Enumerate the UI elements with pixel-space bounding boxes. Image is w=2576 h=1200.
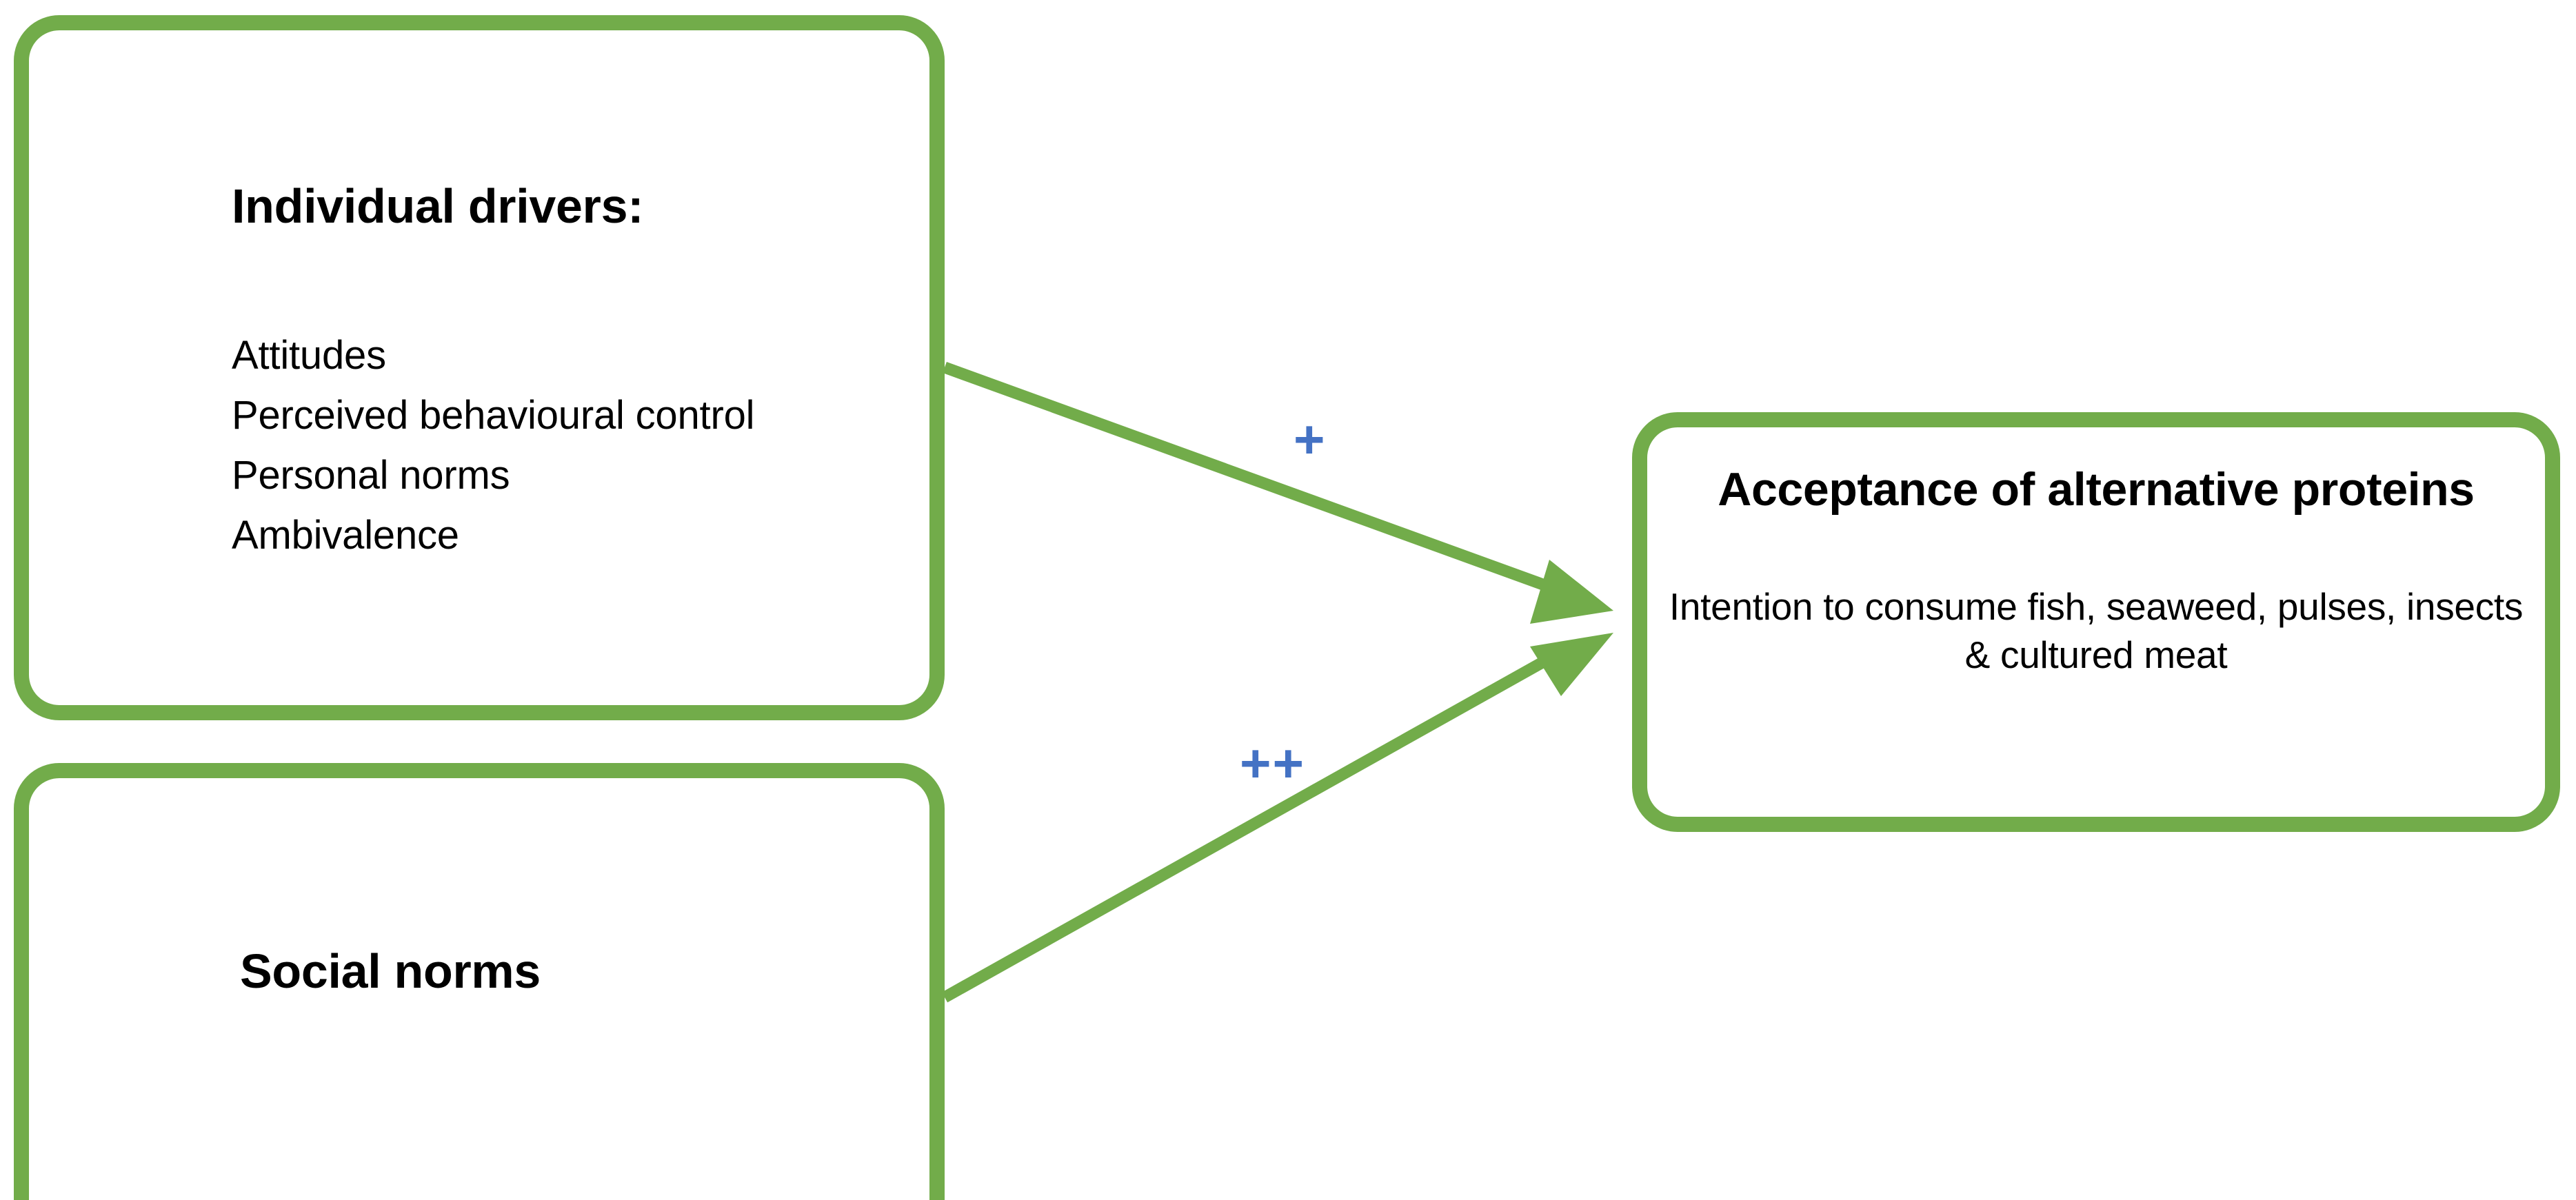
- node-social-norms[interactable]: [14, 763, 945, 1200]
- arrowhead: [1530, 560, 1613, 624]
- node-social-norms-title: Social norms: [240, 944, 541, 998]
- arrow-shaft: [941, 647, 1563, 1003]
- list-item: Attitudes: [232, 333, 386, 378]
- arrow-individual-to-acceptance: [943, 362, 1613, 624]
- edge-label-social-norms: ++: [1240, 733, 1306, 793]
- node-individual-drivers-title: Individual drivers:: [232, 179, 644, 233]
- edge-label-individual-drivers: +: [1294, 409, 1327, 469]
- node-acceptance-of-alternative-proteins[interactable]: [1632, 412, 2560, 832]
- node-individual-drivers[interactable]: [14, 15, 945, 720]
- list-item: Personal norms: [232, 453, 510, 498]
- node-individual-drivers-list: Attitudes Perceived behavioural control …: [232, 325, 755, 565]
- arrowhead: [1530, 633, 1613, 696]
- arrow-social-to-acceptance: [941, 633, 1613, 1003]
- arrow-shaft: [943, 362, 1566, 598]
- node-acceptance-subtitle: Intention to consume fish, seaweed, puls…: [1669, 585, 2524, 676]
- node-acceptance-title: Acceptance of alternative proteins: [1718, 463, 2475, 516]
- list-item: Ambivalence: [232, 513, 459, 558]
- list-item: Perceived behavioural control: [232, 393, 755, 438]
